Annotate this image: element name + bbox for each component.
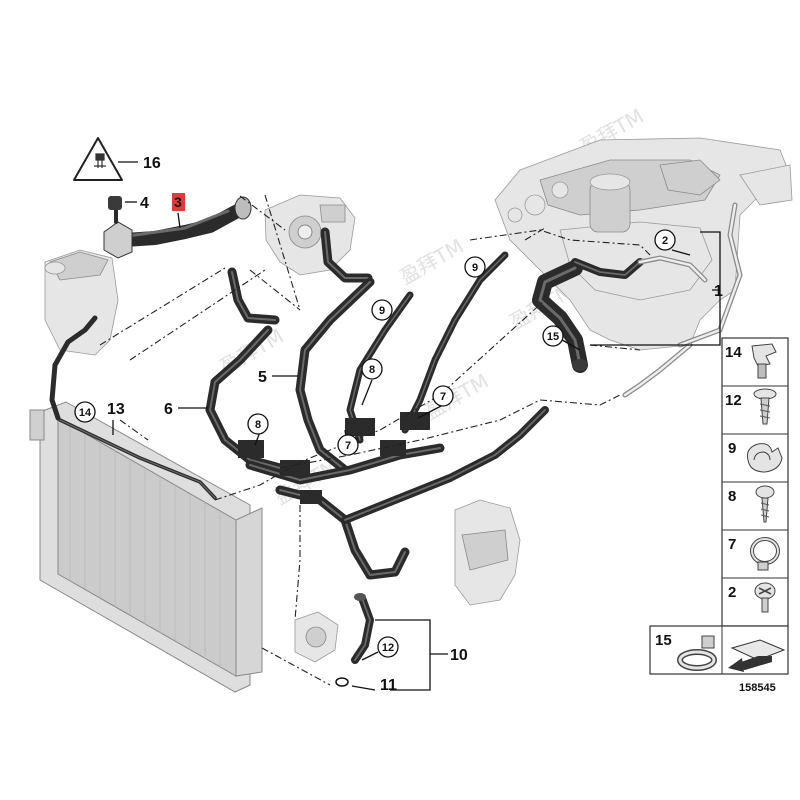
legend-row-2: 2 [728,582,776,613]
callout-14: 14 [79,407,92,419]
warning-triangle-icon [73,137,123,181]
legend-row-7: 7 [728,536,780,571]
legend-row-9: 9 [728,440,783,473]
bottom-legend: 15 [649,625,789,675]
clamp-screw-icon [754,582,776,613]
legend-num: 2 [728,584,736,601]
watermark: 盈拜TM [396,234,468,290]
arrow-icon [728,639,786,672]
callout-1: 1 [714,283,723,300]
callout-13: 13 [107,401,125,418]
callout-15: 15 [547,331,559,343]
screw-icon [753,388,777,425]
callout-7-upper: 7 [440,391,446,403]
screw-icon [755,485,775,523]
bypass-pipe [637,255,708,283]
callout-3: 3 [174,194,182,210]
legend-num-15: 15 [655,632,672,649]
callout-6: 6 [164,401,173,418]
callout-5: 5 [258,369,267,386]
callout-8-upper: 8 [369,364,375,376]
legend-row-14: 14 [725,343,777,379]
legend-num: 8 [728,488,736,505]
callout-16: 16 [143,155,161,172]
circled-callouts: 14 2 9 9 15 8 7 8 7 12 [74,229,676,658]
tank-line [49,315,217,500]
hose-clamp-icon [750,537,780,571]
expansion-tank [44,249,119,356]
callout-7-lower: 7 [345,440,351,452]
parts-legend: 14 12 9 8 [721,337,789,627]
band-clamp-icon [677,635,717,671]
callout-9-right: 9 [472,262,478,274]
legend-num: 14 [725,344,742,361]
legend-num: 9 [728,440,736,457]
callout-8-lower: 8 [255,419,261,431]
callout-12: 12 [382,642,394,654]
legend-row-12: 12 [725,388,777,425]
clip-icon [751,343,777,379]
aux-components [294,499,521,663]
diagram-id: 158545 [739,682,776,694]
callout-2: 2 [662,235,668,247]
water-pump [264,194,356,276]
callout-4: 4 [140,195,149,212]
callout-3-highlight: 3 [172,193,185,211]
radiator [29,401,263,693]
legend-num: 12 [725,392,742,409]
hose-clip-icon [747,443,783,473]
upper-radiator-hose [103,196,252,259]
callout-9-center: 9 [379,305,385,317]
callout-11: 11 [380,677,397,694]
legend-row-8: 8 [728,485,775,523]
callout-10: 10 [450,647,468,664]
legend-num: 7 [728,536,736,553]
